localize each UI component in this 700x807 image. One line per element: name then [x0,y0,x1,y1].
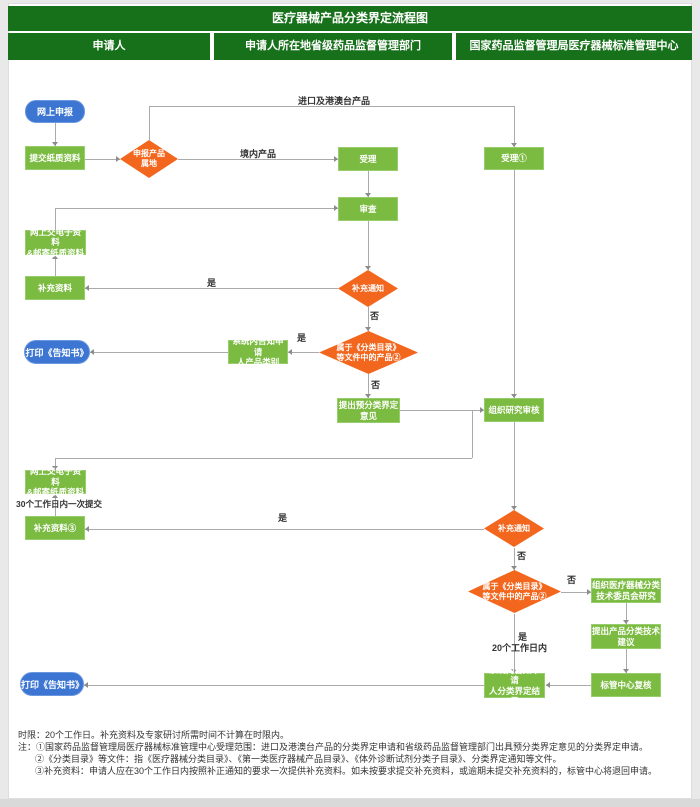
arrowhead [85,285,89,291]
page-title: 医疗器械产品分类界定流程图 [8,6,692,31]
edge-label-no: 否 [567,575,577,585]
arrowhead [546,682,550,688]
arrowhead [365,327,371,331]
arrowhead [288,349,292,355]
edge-label-yes: 是 [297,333,307,343]
edge-label-yes: 是 [278,513,288,523]
connector-line [626,649,627,673]
note-2: ②《分类目录》等文件：指《医疗器械分类目录》、《第一类医疗器械产品目录》、《体外… [35,754,562,764]
connector-line [55,123,56,146]
connector-line [85,529,484,530]
connector-line [55,458,472,459]
note-1: 注：①国家药品监督管理局医疗器械标准管理中心受理范围：进口及港澳台产品的分类界定… [18,742,649,752]
connector-line [514,170,515,398]
connector-line [400,410,484,411]
connector-line [368,307,369,331]
node-notify-product-category: 系统内告知申请 人产品类别 [228,336,288,367]
node-submit-paper: 提交纸质资料 [25,146,85,170]
arrowhead [587,589,591,595]
connector-line [514,614,515,673]
edge-label-no: 否 [371,380,381,390]
connector-line [55,458,56,470]
connector-line [149,106,514,107]
edge-label-domestic-products: 境内产品 [240,149,277,159]
connector-line [546,685,591,686]
arrowhead [84,682,88,688]
connector-line [368,221,369,270]
connector-line [178,159,338,160]
node-print-notice-1: 打印《告知书》 [24,340,90,364]
node-tech-suggestion: 提出产品分类技术 建议 [591,624,661,649]
arrowhead [85,526,89,532]
node-notify-result: 系统内告知申请 人分类界定结果 [484,665,545,706]
node-organize-research-review: 组织研究审核 [484,398,544,422]
edge-label-no: 否 [370,311,380,321]
node-accept-national: 受理① [484,147,544,170]
edge-label-submit-once-30-days: 30个工作日内一次提交 [16,499,102,509]
connector-line [368,374,369,398]
arrowhead [365,266,371,270]
connector-line [85,159,120,160]
connector-line [626,603,627,624]
connector-line [84,685,484,686]
connector-line [85,288,338,289]
arrowhead [52,466,58,470]
arrowhead [90,349,94,355]
arrowhead [365,193,371,197]
arrowhead [623,669,629,673]
edge-label-within-20-days: 20个工作日内 [492,643,548,653]
arrowhead [365,394,371,398]
node-supplement-material-2: 补充资料③ [25,516,85,540]
node-print-notice-2: 打印《告知书》 [20,672,84,696]
node-committee-research: 组织医疗器械分类 技术委员会研究 [591,578,661,603]
connector-line [55,208,56,230]
arrowhead [511,669,517,673]
column-header-applicant: 申请人 [8,33,210,60]
note-time-limit: 时限：20个工作日。补充资料及专家研讨所需时间不计算在时限内。 [18,730,290,740]
connector-line [368,171,369,197]
footer-bar [0,799,700,807]
column-header-national: 国家药品监督管理局医疗器械标准管理中心 [456,33,692,60]
node-supplement-material-1: 补充资料 [25,276,85,300]
arrowhead [480,407,484,413]
connector-line [55,495,56,516]
node-pre-classification-opinion: 提出预分类界定 意见 [337,398,400,423]
node-online-electronic-2: 网上交电子资料 &邮寄纸质资料 [25,466,86,498]
column-header-provincial: 申请人所在地省级药品监督管理部门 [214,33,452,60]
connector-line [55,256,56,276]
edge-label-import-products: 进口及港澳台产品 [298,96,371,106]
node-accept-provincial: 受理 [338,147,398,171]
connector-line [472,410,473,458]
arrowhead [334,205,338,211]
connector-line [514,422,515,510]
node-review: 审查 [338,197,398,221]
arrowhead [52,494,58,498]
node-online-electronic-1: 网上交电子资料 &邮寄纸质资料 [25,226,86,258]
node-center-recheck: 标管中心复核 [591,673,661,697]
arrowhead [623,620,629,624]
connector-line [55,208,338,209]
connector-line [288,352,319,353]
arrowhead [116,156,120,162]
connector-line [149,106,150,140]
arrowhead [511,143,517,147]
arrowhead [52,142,58,146]
arrowhead [52,255,58,259]
edge-label-yes: 是 [518,632,528,642]
connector-line [90,352,228,353]
arrowhead [511,394,517,398]
arrowhead [511,566,517,570]
note-3: ③补充资料：申请人应在30个工作日内按照补正通知的要求一次提供补充资料。如未按要… [35,766,658,776]
connector-line [514,106,515,147]
node-online-apply: 网上申报 [25,100,85,123]
connector-line [514,548,515,571]
edge-label-yes: 是 [207,278,217,288]
arrowhead [511,506,517,510]
arrowhead [334,156,338,162]
edge-label-no: 否 [517,551,527,561]
connector-line [561,592,591,593]
